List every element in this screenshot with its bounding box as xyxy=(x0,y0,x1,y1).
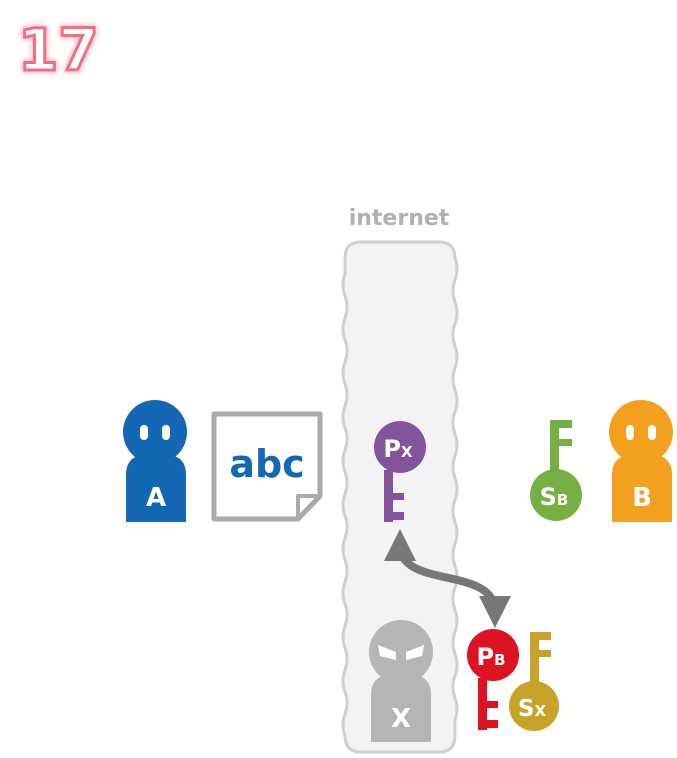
key-sb-sub: B xyxy=(557,491,568,509)
svg-text:SB: SB xyxy=(540,483,569,511)
key-pb-main: P xyxy=(476,643,494,671)
swap-arrow xyxy=(384,529,511,628)
key-pb-icon: PB xyxy=(467,629,519,730)
person-a-label: A xyxy=(146,483,166,513)
internet-label: internet xyxy=(349,206,450,231)
key-px-main: P xyxy=(383,435,401,463)
key-px-sub: X xyxy=(401,443,413,461)
key-sb-icon: SB xyxy=(530,420,582,521)
key-sx-sub: X xyxy=(535,702,547,720)
key-px-icon: PX xyxy=(374,421,426,522)
person-x-label: X xyxy=(391,704,411,734)
step-number: 17 xyxy=(18,16,99,84)
document-text: abc xyxy=(229,442,304,486)
key-sx-main: S xyxy=(518,696,535,722)
svg-text:PB: PB xyxy=(476,643,505,671)
svg-text:PX: PX xyxy=(383,435,413,463)
document-icon: abc xyxy=(211,411,323,522)
person-a-icon: A xyxy=(123,400,187,522)
svg-text:SX: SX xyxy=(518,696,547,722)
person-x-icon: X xyxy=(369,620,433,742)
key-sx-icon: SX xyxy=(509,632,559,731)
key-sb-main: S xyxy=(540,483,557,511)
person-b-icon: B xyxy=(609,400,673,522)
key-pb-sub: B xyxy=(494,651,505,669)
person-b-label: B xyxy=(632,483,652,513)
